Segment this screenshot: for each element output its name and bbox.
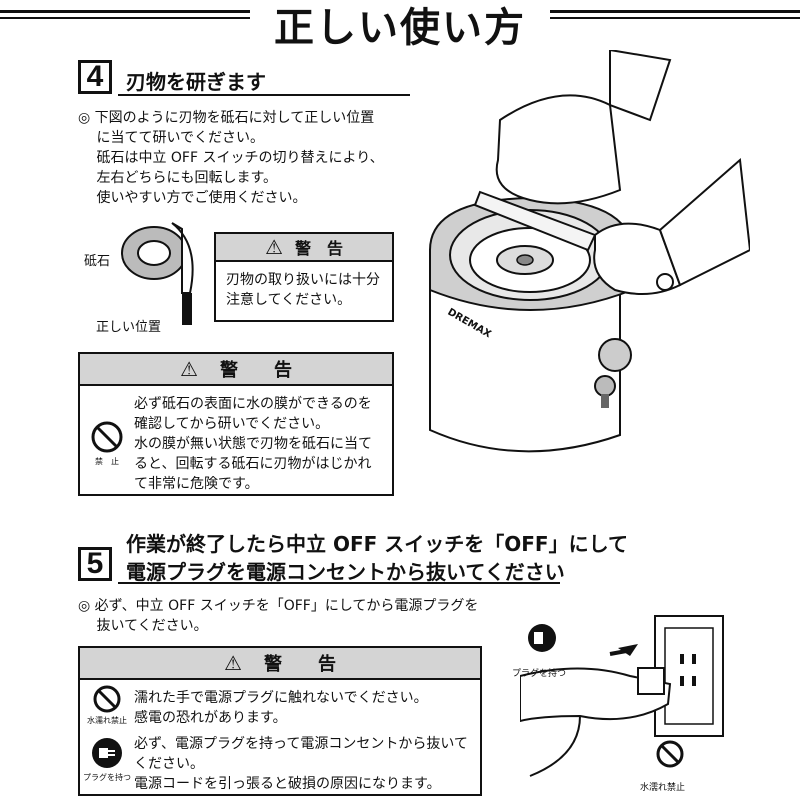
step-4-number: 4 (78, 60, 112, 94)
page-title: 正しい使い方 (250, 4, 550, 52)
warning-triangle-icon: ⚠ (224, 651, 242, 675)
illus-label-plug: プラグを持つ (512, 669, 567, 679)
label-position: 正しい位置 (96, 320, 162, 335)
warning-box-large: ⚠ 警 告 必ず砥石の表面に水の膜ができるのを 確認してから研いでください。 水… (78, 352, 394, 496)
step-5-paragraph: ◎ 必ず、中立 OFF スイッチを「OFF」にしてから電源プラグを 抜いてくださ… (78, 598, 479, 634)
warning-triangle-icon: ⚠ (265, 235, 283, 259)
step-5-rule (118, 582, 560, 584)
no-water-icon (93, 685, 121, 713)
warning-head: ⚠ 警 告 (80, 354, 392, 386)
step-4-paragraph: ◎ 下図のように刃物を砥石に対して正しい位置 に当てて研いでください。 砥石は中… (78, 110, 384, 206)
prohibited-icon (91, 421, 123, 453)
step-5-number: 5 (78, 547, 112, 581)
warning-box-small: ⚠ 警 告 刃物の取り扱いには十分 注意してください。 (214, 232, 394, 322)
step-5-title-line2: 電源プラグを電源コンセントから抜いてください (126, 560, 565, 584)
illus-label-water: 水濡れ禁止 (640, 783, 686, 793)
plug-illustration (520, 615, 724, 777)
warning-text: 必ず砥石の表面に水の膜ができるのを 確認してから研いでください。 水の膜が無い状… (134, 396, 372, 492)
step-4-title: 刃物を研ぎます (126, 70, 266, 94)
warning-head: ⚠ 警 告 (80, 648, 480, 680)
hold-plug-icon (92, 738, 122, 768)
warning-triangle-icon: ⚠ (180, 357, 198, 381)
whetstone-diagram (121, 222, 194, 325)
warning-head: ⚠ 警 告 (216, 234, 392, 262)
warning-text: 刃物の取り扱いには十分 注意してください。 (226, 272, 380, 308)
hold-plug-badge: プラグを持つ (83, 773, 131, 782)
prohibited-badge: 禁 止 (95, 457, 119, 466)
warning-item1-text: 濡れた手で電源プラグに触れないでください。 感電の恐れがあります。 (134, 690, 428, 726)
no-water-badge: 水濡れ禁止 (87, 716, 127, 725)
step-5-title-line1: 作業が終了したら中立 OFF スイッチを「OFF」にして (126, 532, 628, 556)
sharpener-illustration (429, 50, 750, 453)
warning-item2-text: 必ず、電源プラグを持って電源コンセントから抜いて ください。 電源コードを引っ張… (134, 736, 468, 792)
label-stone: 砥石 (84, 254, 111, 269)
warning-box-step5: ⚠ 警 告 濡れた手で電源プラグに触れないでください。 感電の恐れがあります。 … (78, 646, 482, 796)
step-4-rule (118, 94, 410, 96)
